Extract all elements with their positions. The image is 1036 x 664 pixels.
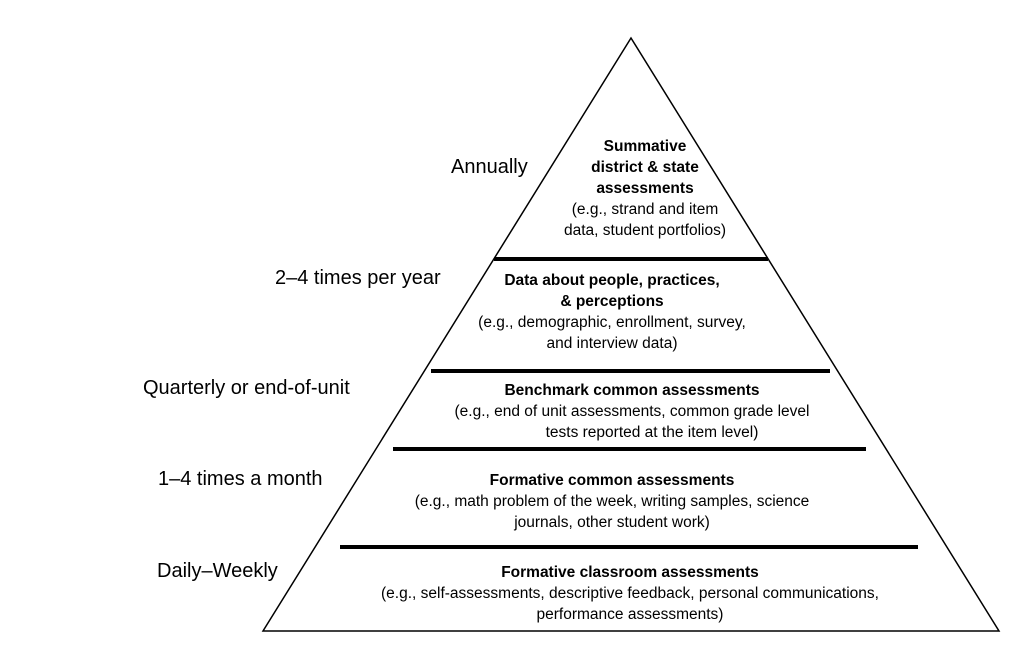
pyramid-outline bbox=[261, 36, 1001, 632]
level-examples: (e.g., self-assessments, descriptive fee… bbox=[381, 585, 879, 602]
level-examples: and interview data) bbox=[546, 335, 678, 352]
level-title: & perceptions bbox=[560, 293, 664, 310]
level-formative-classroom: Formative classroom assessments (e.g., s… bbox=[330, 562, 930, 625]
frequency-label-quarterly: Quarterly or end-of-unit bbox=[143, 377, 350, 399]
level-title: Formative classroom assessments bbox=[501, 564, 759, 581]
level-title: Summative bbox=[603, 138, 687, 155]
frequency-label-2-4-per-year: 2–4 times per year bbox=[275, 267, 441, 289]
level-title: Benchmark common assessments bbox=[504, 382, 760, 399]
level-examples: (e.g., end of unit assessments, common g… bbox=[454, 403, 810, 420]
frequency-label-annually: Annually bbox=[451, 156, 528, 178]
level-examples: performance assessments) bbox=[536, 606, 724, 623]
level-benchmark: Benchmark common assessments (e.g., end … bbox=[332, 380, 932, 443]
level-title: assessments bbox=[596, 180, 694, 197]
frequency-label-daily-weekly: Daily–Weekly bbox=[157, 560, 278, 582]
level-formative-common: Formative common assessments (e.g., math… bbox=[312, 470, 912, 533]
frequency-label-monthly: 1–4 times a month bbox=[158, 468, 323, 490]
level-examples: (e.g., math problem of the week, writing… bbox=[414, 493, 810, 510]
level-examples: journals, other student work) bbox=[514, 514, 710, 531]
level-people-practices: Data about people, practices, & percepti… bbox=[312, 270, 912, 354]
level-title: Data about people, practices, bbox=[504, 272, 720, 289]
level-title: district & state bbox=[591, 159, 699, 176]
level-examples: data, student portfolios) bbox=[564, 222, 726, 239]
level-examples: tests reported at the item level) bbox=[545, 424, 759, 441]
level-examples: (e.g., demographic, enrollment, survey, bbox=[478, 314, 746, 331]
level-title: Formative common assessments bbox=[489, 472, 735, 489]
level-examples: (e.g., strand and item bbox=[571, 201, 719, 218]
level-summative: Summative district & state assessments (… bbox=[345, 136, 945, 241]
